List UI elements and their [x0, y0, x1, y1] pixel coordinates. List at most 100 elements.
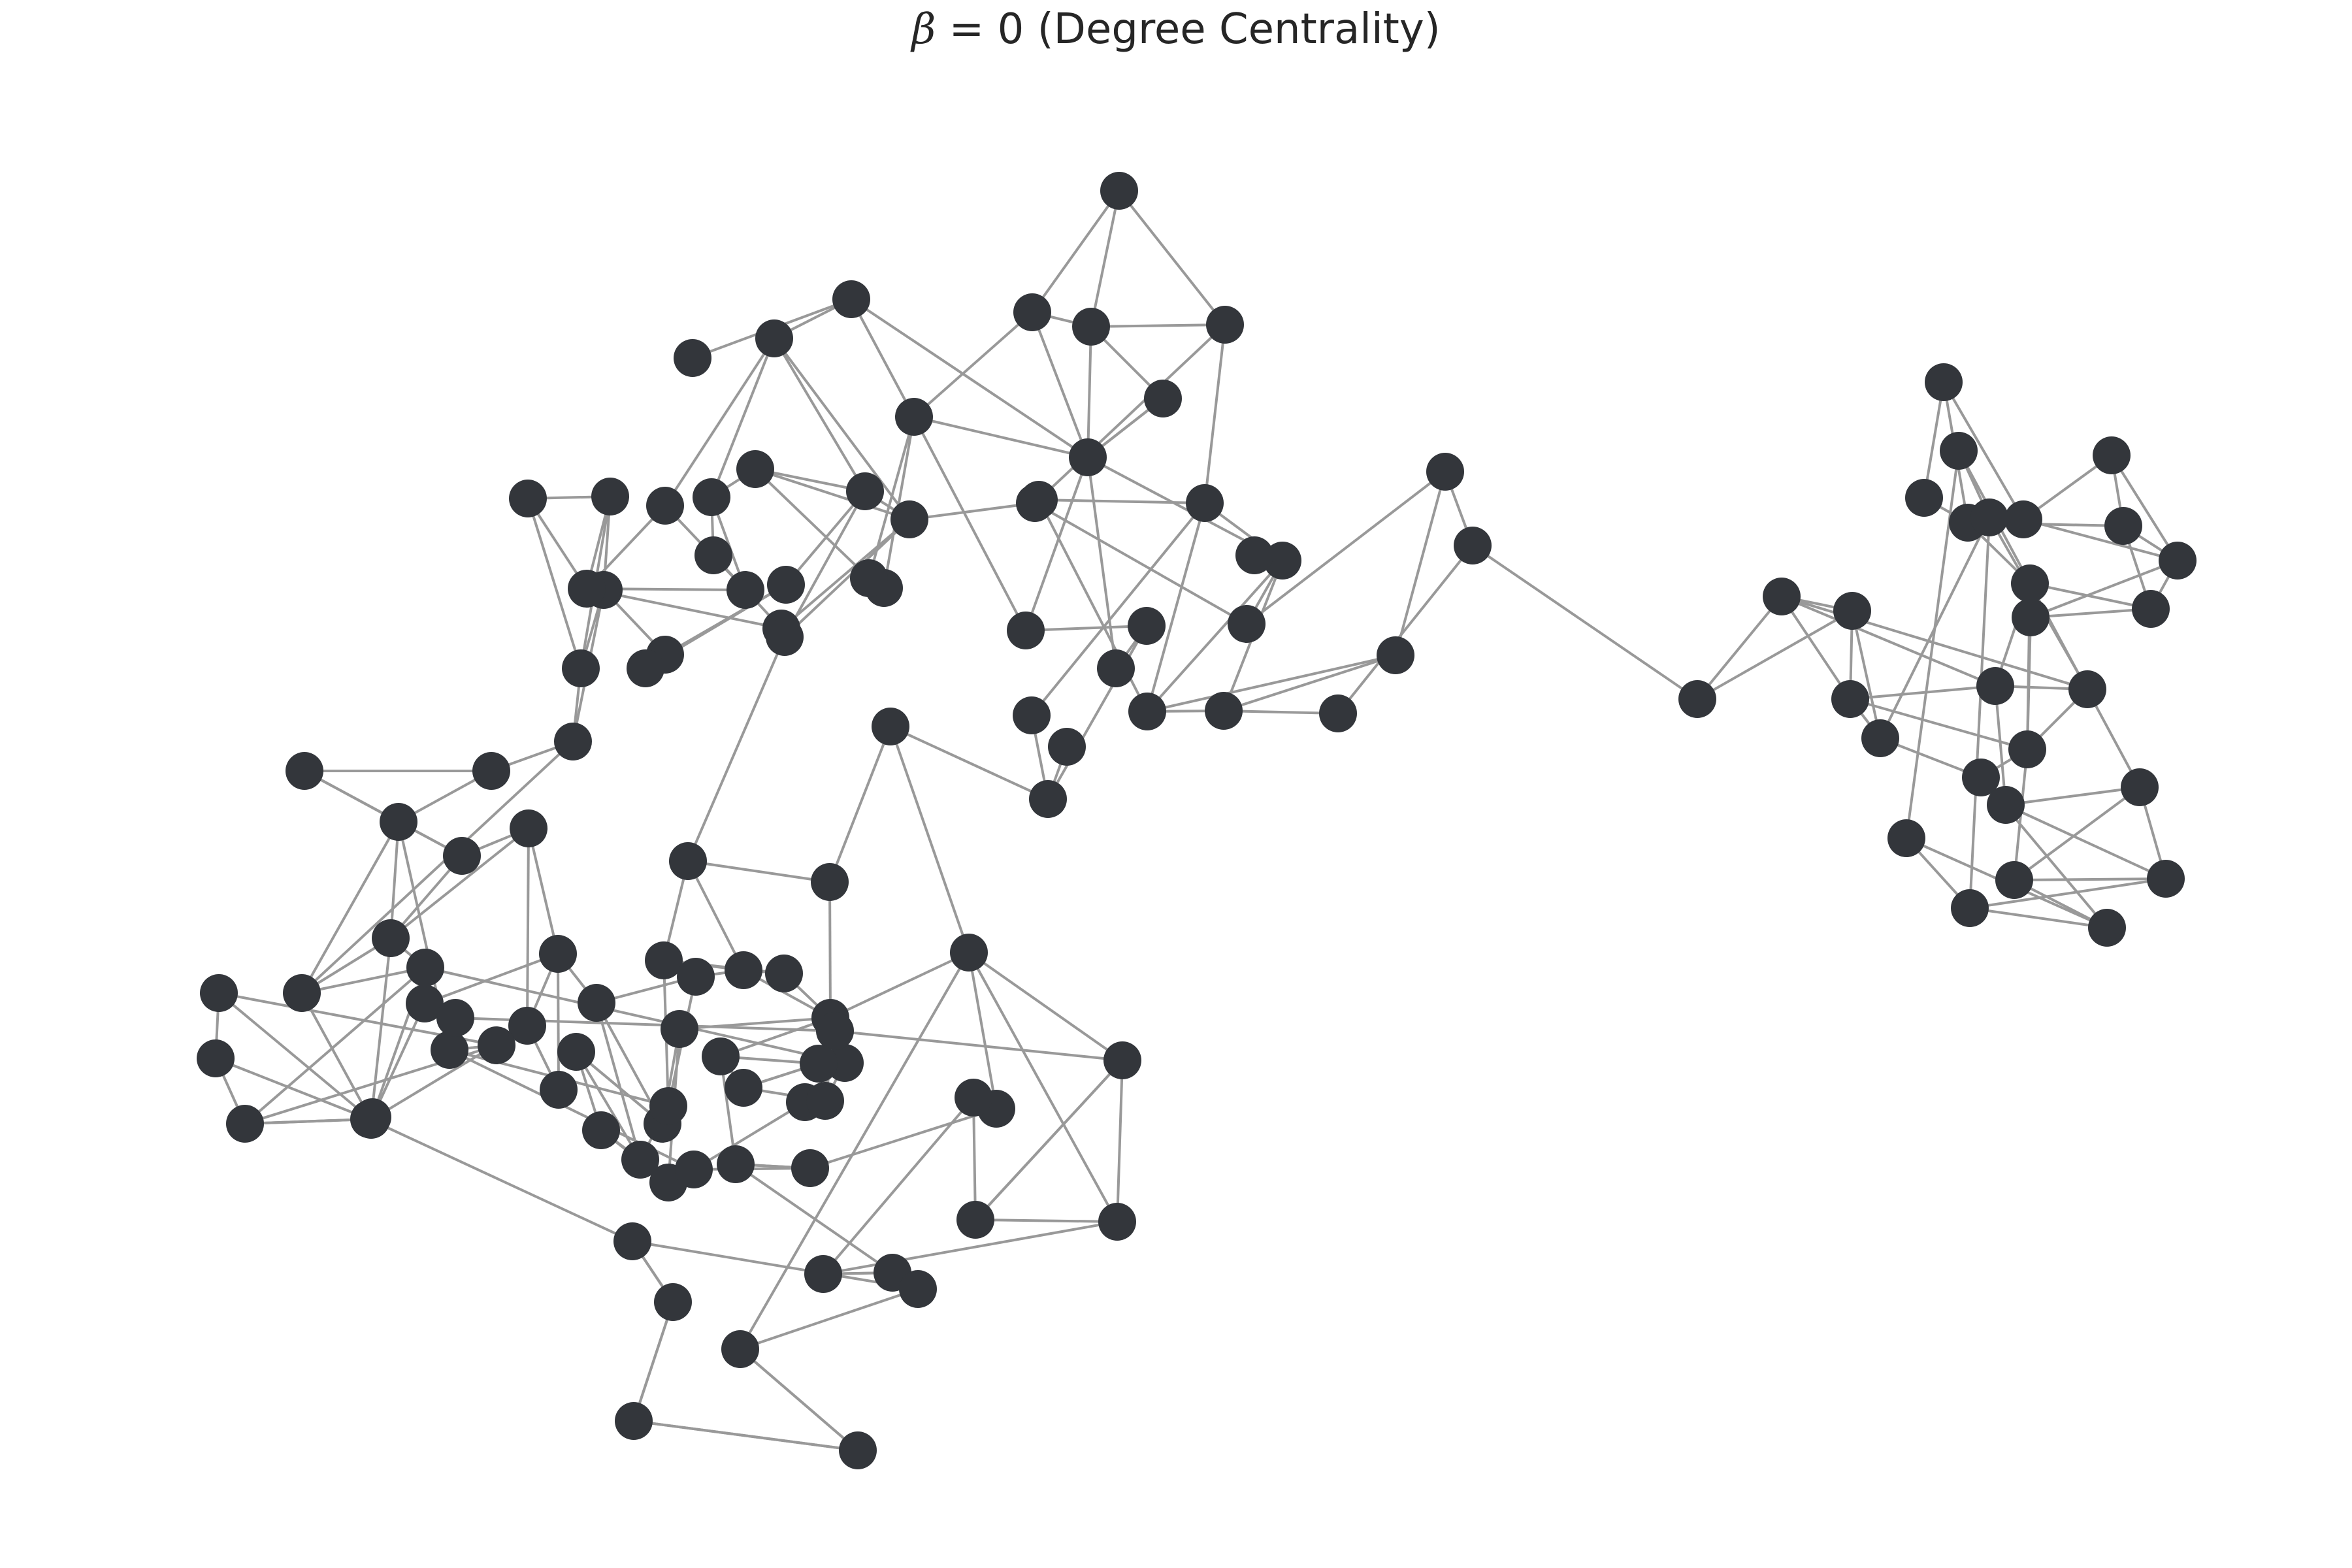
graph-edge	[687, 860, 830, 883]
graph-node	[1925, 363, 1963, 401]
graph-node	[1264, 542, 1301, 580]
graph-edge	[1969, 877, 2166, 909]
graph-node	[1013, 696, 1051, 734]
graph-node	[1100, 172, 1138, 210]
graph-node	[1377, 636, 1414, 674]
graph-edge	[1030, 502, 1206, 717]
graph-node	[791, 1149, 829, 1187]
graph-edge	[633, 1420, 858, 1452]
graph-edge	[780, 518, 911, 630]
graph-node	[1013, 293, 1051, 331]
graph-edge	[913, 311, 1034, 418]
graph-edge	[1034, 502, 1247, 625]
graph-node	[2012, 598, 2050, 636]
graph-node	[1319, 694, 1357, 732]
graph-edge	[2005, 786, 2140, 806]
graph-edge	[823, 1220, 1118, 1275]
graph-edge	[889, 726, 970, 953]
graph-edge	[1090, 190, 1120, 327]
graph-edge	[2023, 518, 2178, 562]
node-layer	[197, 172, 2197, 1469]
graph-edge	[809, 1107, 997, 1169]
graph-node	[2008, 730, 2046, 768]
graph-node	[1228, 605, 1266, 643]
graph-node	[539, 935, 577, 973]
graph-edge	[1850, 685, 1996, 700]
graph-edge	[1923, 382, 1945, 498]
graph-edge	[301, 821, 400, 994]
graph-edge	[828, 726, 892, 883]
graph-node	[811, 863, 849, 901]
graph-edge	[2110, 454, 2179, 562]
graph-node	[200, 974, 238, 1012]
graph-node	[1016, 484, 1054, 522]
graph-edge	[425, 966, 845, 1064]
graph-edge	[1090, 323, 1226, 328]
graph-edge	[975, 1218, 1118, 1223]
graph-node	[832, 280, 870, 318]
graph-node	[755, 319, 793, 357]
graph-edge	[1146, 559, 1284, 713]
graph-edge	[370, 938, 392, 1120]
graph-edge	[301, 992, 372, 1120]
graph-edge	[1047, 625, 1148, 800]
graph-node	[1678, 680, 1716, 718]
graph-edge	[244, 966, 427, 1125]
graph-node	[955, 1079, 992, 1117]
graph-edge	[739, 952, 970, 1350]
graph-node	[1048, 728, 1086, 766]
graph-node	[800, 1045, 838, 1083]
graph-edge	[1086, 326, 1092, 458]
graph-node	[669, 842, 707, 880]
graph-edge	[218, 992, 372, 1121]
graph-edge	[913, 416, 1088, 459]
graph-node	[654, 1283, 692, 1321]
graph-edge	[1031, 189, 1120, 314]
graph-edge	[1879, 517, 1991, 739]
graph-node	[1235, 536, 1273, 574]
graph-node	[562, 649, 600, 687]
graph-node	[806, 1082, 844, 1120]
title-text: = 0 (Degree Centrality)	[936, 5, 1441, 54]
edge-layer	[214, 189, 2179, 1452]
graph-node	[1995, 861, 2033, 899]
graph-edge	[890, 725, 1049, 800]
graph-edge	[575, 1051, 642, 1161]
graph-node	[568, 570, 606, 608]
graph-node	[956, 1201, 994, 1239]
graph-edge	[687, 860, 745, 971]
graph-node	[767, 566, 805, 604]
graph-node	[2011, 564, 2049, 602]
graph-node	[436, 999, 474, 1037]
graph-node	[431, 1031, 468, 1069]
graph-node	[1186, 484, 1224, 522]
graph-node	[895, 398, 933, 436]
graph-node	[2093, 436, 2131, 474]
graph-edge	[301, 966, 426, 994]
graph-edge	[595, 1002, 642, 1160]
graph-edge	[1024, 457, 1089, 631]
graph-edge	[2013, 786, 2141, 881]
graph-edge	[1223, 654, 1396, 712]
graph-edge	[1851, 610, 1882, 739]
graph-edge	[710, 338, 776, 498]
graph-edge	[883, 416, 915, 589]
graph-node	[226, 1105, 264, 1143]
graph-node	[674, 339, 711, 377]
graph-node	[1205, 692, 1243, 730]
graph-edge	[1086, 457, 1117, 669]
graph-edge	[1118, 189, 1226, 326]
graph-edge	[368, 1118, 633, 1243]
graph-edge	[1471, 544, 1699, 700]
graph-edge	[1850, 698, 2028, 751]
graph-node	[899, 1270, 937, 1308]
graph-edge	[2030, 608, 2151, 619]
graph-node	[765, 955, 803, 992]
graph-node	[1097, 649, 1135, 687]
graph-node	[1987, 786, 2025, 824]
graph-node	[646, 487, 684, 525]
graph-node	[816, 1012, 854, 1050]
graph-node	[1905, 479, 1943, 517]
graph-node	[1962, 759, 2000, 796]
